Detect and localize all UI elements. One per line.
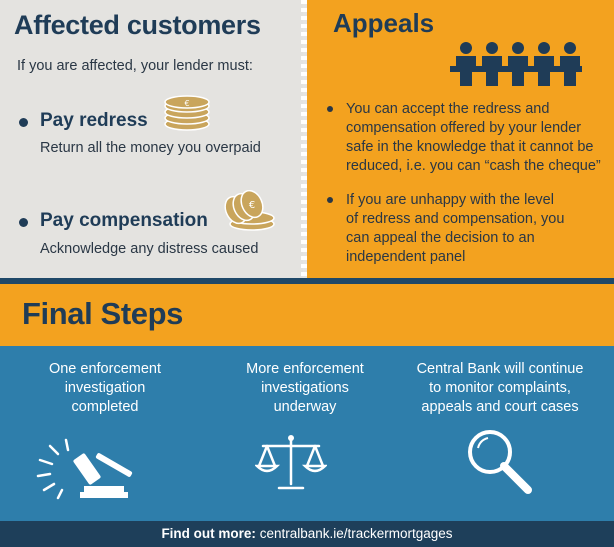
appeal-line: of redress and compensation, you: [346, 211, 565, 227]
bullet-dot: [327, 106, 333, 112]
bullet-dot: [19, 218, 28, 227]
scales-icon: [255, 435, 327, 490]
pay-compensation-title: Pay compensation: [40, 210, 208, 231]
svg-text:€: €: [184, 99, 189, 108]
step-line: More enforcement: [246, 361, 364, 377]
pay-redress-title: Pay redress: [40, 110, 148, 131]
gavel-icon: [36, 438, 133, 500]
step-line: completed: [71, 399, 139, 415]
step-column-monitoring: Central Bank will continue to monitor co…: [395, 360, 605, 417]
affected-customers-heading: Affected customers: [14, 10, 261, 40]
coin-stack-icon: €: [164, 95, 210, 131]
appeal-line: safe in the knowledge that it cannot be: [346, 139, 594, 155]
final-steps-heading: Final Steps: [22, 296, 183, 331]
step-column-enforcement-completed: One enforcement investigation completed: [10, 360, 200, 417]
pay-compensation-subtitle: Acknowledge any distress caused: [40, 241, 259, 257]
bullet-dot: [19, 118, 28, 127]
step-line: appeals and court cases: [421, 399, 579, 415]
step-line: investigations: [261, 380, 349, 396]
appeal-bullet: If you are unhappy with the level of red…: [324, 191, 609, 267]
appeal-bullet: You can accept the redress and compensat…: [324, 100, 609, 176]
footer-link[interactable]: centralbank.ie/trackermortgages: [259, 526, 453, 541]
svg-text:€: €: [249, 200, 255, 211]
panel-people-icon: [450, 42, 582, 86]
step-line: to monitor complaints,: [429, 380, 571, 396]
pay-redress-subtitle: Return all the money you overpaid: [40, 140, 261, 156]
step-line: Central Bank will continue: [416, 361, 584, 377]
affected-intro: If you are affected, your lender must:: [17, 58, 253, 74]
dotted-divider: [301, 0, 307, 278]
appeal-line: independent panel: [346, 249, 466, 265]
bullet-dot: [327, 197, 333, 203]
appeal-line: You can accept the redress and: [346, 101, 550, 117]
appeal-line: If you are unhappy with the level: [346, 192, 554, 208]
footer-label: Find out more:: [161, 526, 256, 541]
step-line: underway: [273, 399, 337, 415]
footer-bar: Find out more: centralbank.ie/trackermor…: [0, 521, 614, 547]
section-separator: [0, 278, 614, 284]
appeal-line: reduced, i.e. you can “cash the cheque”: [346, 158, 601, 174]
appeal-line: compensation offered by your lender: [346, 120, 582, 136]
step-line: investigation: [64, 380, 146, 396]
final-steps-band: [0, 284, 614, 346]
appeals-bullet-list: You can accept the redress and compensat…: [324, 100, 609, 282]
appeal-line: can appeal the decision to an: [346, 230, 535, 246]
coins-icon: €: [224, 190, 275, 231]
step-line: One enforcement: [48, 361, 162, 377]
magnifier-icon: [468, 430, 532, 494]
affected-customers-panel: [0, 0, 303, 278]
appeals-heading: Appeals: [333, 8, 435, 38]
step-column-investigations-underway: More enforcement investigations underway: [205, 360, 405, 417]
